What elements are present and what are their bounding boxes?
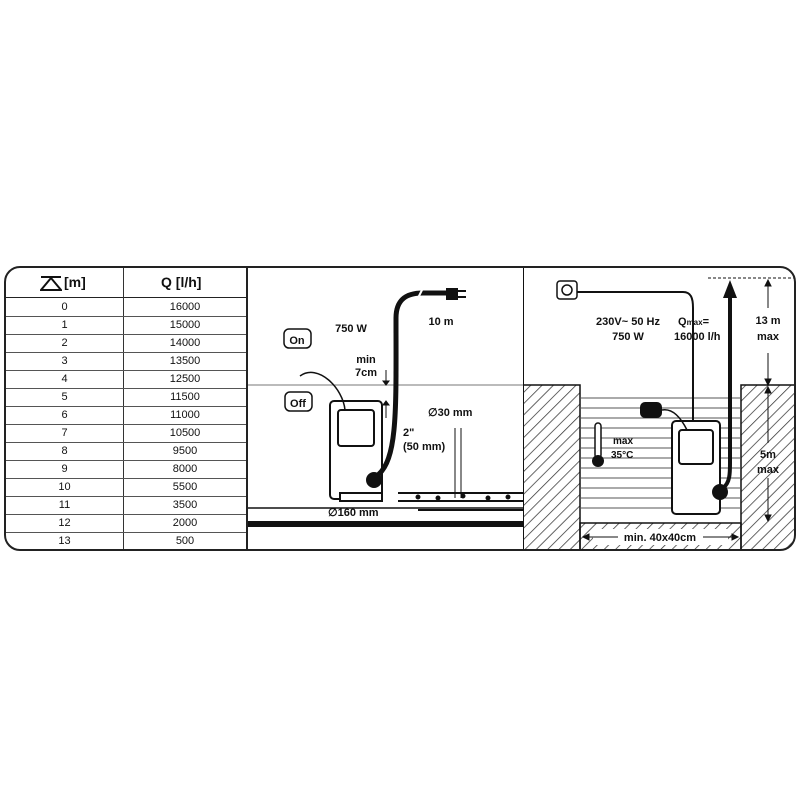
power-label: 750 W xyxy=(335,323,367,335)
head-cell: 5 xyxy=(61,391,68,403)
flow-cell: 15000 xyxy=(169,319,201,331)
cable-length-label: 10 m xyxy=(428,316,453,328)
qmax-value: 16000 l/h xyxy=(674,331,721,343)
flow-cell: 13500 xyxy=(169,355,201,367)
pit-size-label: min. 40x40cm xyxy=(624,532,696,544)
flow-cell: 14000 xyxy=(169,337,201,349)
table-row: 0 16000 xyxy=(6,299,246,317)
min-level-value: 7cm xyxy=(355,367,377,379)
max-depth-dimension xyxy=(764,385,772,523)
column-divider xyxy=(123,268,124,549)
flow-cell: 9500 xyxy=(172,445,198,457)
head-column-header: [m] xyxy=(64,274,86,290)
table-row: 13 500 xyxy=(6,533,246,549)
table-header: [m] Q [l/h] xyxy=(6,268,246,298)
head-cell: 8 xyxy=(61,445,68,457)
qmax-q: Q xyxy=(678,316,687,328)
pump-icon xyxy=(671,420,728,515)
head-cell: 4 xyxy=(61,373,68,385)
flow-cell: 16000 xyxy=(169,301,201,313)
head-cell: 11 xyxy=(58,499,71,511)
pit-size-dimension xyxy=(581,533,740,541)
head-cell: 9 xyxy=(61,463,68,475)
table-row: 7 10500 xyxy=(6,425,246,443)
diameter-label: ∅160 mm xyxy=(328,507,379,519)
temp-value: 35°C xyxy=(611,450,633,461)
pump-icon xyxy=(329,400,383,502)
float-switch-icon xyxy=(640,402,688,431)
head-cell: 7 xyxy=(61,427,68,439)
flow-cell: 8000 xyxy=(172,463,198,475)
table-row: 9 8000 xyxy=(6,461,246,479)
max-head-max: max xyxy=(757,331,780,343)
flow-cell: 11500 xyxy=(170,391,200,403)
max-head-dimension xyxy=(764,278,772,387)
qmax-eq: = xyxy=(703,316,709,328)
min-level-arrows xyxy=(382,370,390,418)
flow-cell: 2000 xyxy=(172,517,198,529)
min-level-label: min xyxy=(356,354,376,366)
head-cell: 13 xyxy=(58,535,71,547)
flow-cell: 12500 xyxy=(169,373,201,385)
flow-cell: 500 xyxy=(175,535,195,547)
table-row: 4 12500 xyxy=(6,371,246,389)
table-row: 2 14000 xyxy=(6,335,246,353)
table-row: 3 13500 xyxy=(6,353,246,371)
on-label: On xyxy=(289,335,305,347)
particle-size-label: ∅30 mm xyxy=(428,407,473,419)
head-height-triangle-icon xyxy=(40,276,62,291)
table-row: 12 2000 xyxy=(6,515,246,533)
temp-max-label: max xyxy=(613,436,633,447)
flow-cell: 11000 xyxy=(170,409,200,421)
table-row: 10 5500 xyxy=(6,479,246,497)
flow-arrow-icon xyxy=(723,280,737,298)
flow-cell: 3500 xyxy=(172,499,198,511)
flow-column-header: Q [l/h] xyxy=(161,274,202,290)
voltage-label: 230V~ 50 Hz xyxy=(596,316,660,328)
head-cell: 3 xyxy=(61,355,68,367)
floor xyxy=(248,521,523,527)
table-row: 11 3500 xyxy=(6,497,246,515)
pit-diagram: max 35°C 230V~ 50 Hz 750 W Qmax= 16000 l… xyxy=(523,268,794,549)
hose-size-label: 2" xyxy=(403,427,414,439)
flow-cell: 5500 xyxy=(172,481,198,493)
max-head-label: 13 m xyxy=(755,315,780,327)
head-cell: 10 xyxy=(58,481,71,493)
table-row: 5 11500 xyxy=(6,389,246,407)
table-row: 1 15000 xyxy=(6,317,246,335)
float-switch-icon xyxy=(283,328,313,412)
head-cell: 0 xyxy=(61,301,68,313)
head-cell: 12 xyxy=(58,517,71,529)
off-label: Off xyxy=(290,398,306,410)
max-depth-max: max xyxy=(757,464,780,476)
left-wall xyxy=(523,384,581,549)
flow-cell: 10500 xyxy=(169,427,201,439)
head-cell: 1 xyxy=(61,319,68,331)
head-cell: 6 xyxy=(61,409,68,421)
qmax-sub: max xyxy=(687,318,704,327)
plug-icon xyxy=(446,288,466,300)
max-depth-label: 5m xyxy=(760,449,776,461)
thermometer-icon xyxy=(592,422,604,467)
table-row: 8 9500 xyxy=(6,443,246,461)
hose-size-mm: (50 mm) xyxy=(403,441,446,453)
table-row: 6 11000 xyxy=(6,407,246,425)
install-diagram: On Off 750 W 10 m min 7cm 2" (50 mm) ∅30… xyxy=(248,285,523,527)
socket-icon xyxy=(556,280,578,300)
power-label-2: 750 W xyxy=(612,331,644,343)
head-cell: 2 xyxy=(61,337,68,349)
qmax-label: Qmax= xyxy=(678,316,709,328)
